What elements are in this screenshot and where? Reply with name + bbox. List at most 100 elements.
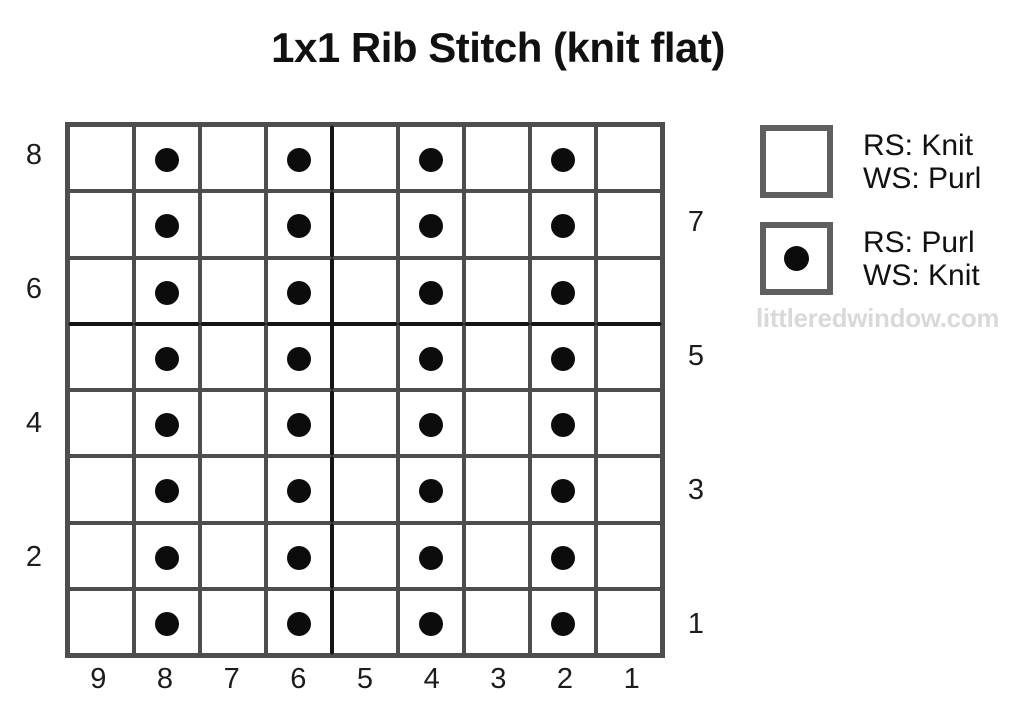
chart-cell [530,456,596,523]
row-number-right [669,524,723,591]
chart-cell [134,390,200,457]
row-number-right: 1 [687,608,705,640]
purl-dot-icon [287,479,311,504]
purl-dot-icon [419,148,443,173]
chart-cell [596,125,662,192]
purl-dot-icon [419,280,443,305]
purl-dot-icon [551,346,575,371]
purl-dot-icon [287,545,311,570]
purl-dot-icon [784,246,809,271]
chart-cell [530,125,596,192]
chart-cell [398,390,464,457]
chart-cell [398,456,464,523]
purl-dot-icon [155,148,179,173]
row-number-left [12,591,56,658]
page-title: 1x1 Rib Stitch (knit flat) [271,24,725,71]
purl-dot-icon [155,545,179,570]
purl-dot-icon [419,611,443,636]
chart-cell [200,125,266,192]
chart-cell [200,588,266,655]
row-number-right: 3 [687,474,705,506]
chart-cell [134,522,200,589]
chart-cell [332,257,398,324]
chart-cell [266,125,332,192]
chart-cell [464,191,530,258]
legend-line-rs-purl: RS: Purl [863,225,975,259]
chart-cell [596,390,662,457]
chart-cell [200,522,266,589]
legend-text-purl: RS: Purl WS: Knit [863,226,980,292]
purl-dot-icon [155,214,179,239]
chart-cell [398,588,464,655]
chart-cell [68,390,134,457]
row-number-left: 6 [25,273,43,305]
purl-dot-icon [155,280,179,305]
watermark: littleredwindow.com [756,303,1000,333]
row-number-left: 8 [25,139,43,171]
purl-dot-icon [551,545,575,570]
chart-cell [332,390,398,457]
purl-dot-icon [419,214,443,239]
chart-cell [464,522,530,589]
column-number: 9 [90,663,107,695]
chart-cell [266,323,332,390]
legend: RS: Knit WS: Purl RS: Purl WS: Knit [760,125,1016,295]
purl-dot-icon [419,479,443,504]
chart-cell [332,588,398,655]
legend-text-knit: RS: Knit WS: Purl [863,129,981,195]
legend-item-purl: RS: Purl WS: Knit [760,222,1016,295]
purl-dot-icon [419,545,443,570]
row-number-left [12,323,56,390]
legend-item-knit: RS: Knit WS: Purl [760,125,1016,198]
purl-dot-icon [551,611,575,636]
stitch-chart-grid [65,122,665,658]
chart-cell [398,191,464,258]
purl-symbol-square-icon [760,222,833,295]
chart-cell [68,125,134,192]
chart-cell [596,588,662,655]
chart-cell [134,191,200,258]
chart-cell [134,257,200,324]
column-number: 2 [556,663,574,695]
column-number: 1 [623,663,640,695]
chart-cell [464,323,530,390]
chart-cell [596,323,662,390]
purl-dot-icon [155,346,179,371]
chart-cell [266,588,332,655]
chart-cell [530,588,596,655]
chart-cell [332,456,398,523]
row-number-right: 5 [687,340,705,372]
chart-cell [464,456,530,523]
purl-dot-icon [419,413,443,438]
chart-cell [530,390,596,457]
row-number-right: 7 [687,206,705,238]
chart-cell [398,257,464,324]
chart-cell [134,125,200,192]
chart-cell [134,323,200,390]
purl-dot-icon [155,413,179,438]
chart-cell [464,257,530,324]
chart-cell [68,257,134,324]
chart-cell [596,257,662,324]
chart-cell [200,257,266,324]
row-number-left: 4 [25,407,43,439]
chart-cell [398,323,464,390]
purl-dot-icon [551,479,575,504]
row-number-right [669,256,723,323]
row-numbers-right: 7 5 3 1 [669,122,723,658]
chart-cell [68,323,134,390]
column-number: 7 [223,663,240,695]
legend-line-ws-knit: WS: Knit [863,258,980,292]
purl-dot-icon [287,611,311,636]
knit-symbol-square-icon [760,125,833,198]
legend-line-rs-knit: RS: Knit [863,128,974,162]
chart-cell [530,257,596,324]
chart-cell [596,456,662,523]
row-number-right [669,390,723,457]
chart-cell [266,390,332,457]
column-number: 6 [290,663,307,695]
purl-dot-icon [551,214,575,239]
column-number: 4 [423,663,440,695]
purl-dot-icon [551,413,575,438]
